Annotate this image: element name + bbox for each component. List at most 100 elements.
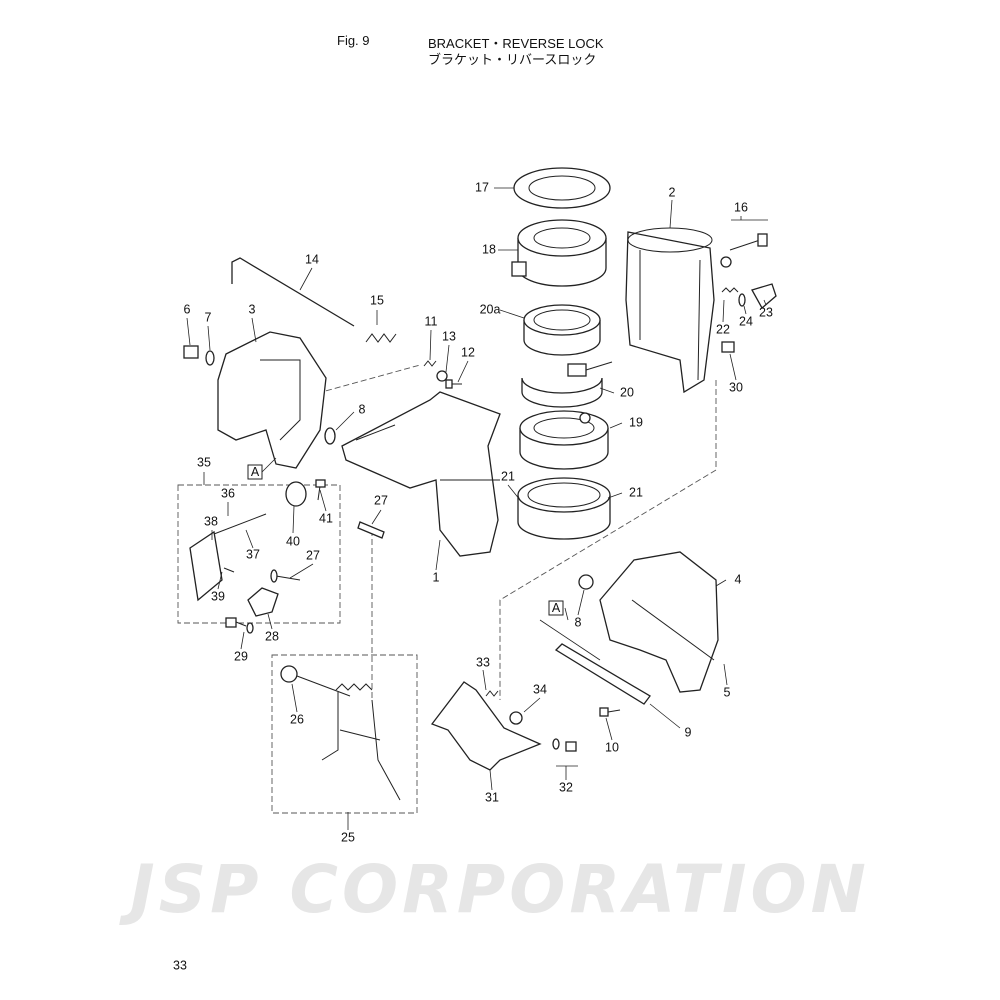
part-4-clamp-bracket-right [599,551,719,693]
figure-title-en: BRACKET・REVERSE LOCK [428,36,604,51]
part-9-plate [554,643,651,705]
page-number: 33 [173,958,187,972]
part-28-lever [247,587,279,617]
assembly-line [499,380,717,700]
part-1-swivel-bracket [341,391,501,557]
callouts: 1 2 3 4 5 6 7 8 8 9 10 11 12 13 14 15 16… [184,180,773,844]
part-36-bolt [213,513,267,535]
part-16-bolt [720,233,768,268]
figure-number: Fig. 9 [337,33,370,48]
callout-27: 27 [374,493,388,507]
callout-20a: 20a [480,302,501,316]
callout-8: 8 [359,402,366,416]
callout-22: 22 [716,322,730,336]
part-38-plate [189,530,223,602]
callout-14: 14 [305,252,319,266]
part-40-knob [285,481,307,507]
callout-23: 23 [759,305,773,319]
part-27-pin [270,569,301,583]
callout-21: 21 [501,469,515,483]
part-15-spring [365,333,397,343]
callout-7: 7 [205,310,212,324]
part-14-rod [231,257,355,327]
part-2-swivel-case [625,227,715,394]
callout-15: 15 [370,293,384,307]
callout-24: 24 [739,314,753,328]
callout-34: 34 [533,682,547,696]
part-23-lever [751,283,777,310]
part-30-nut [721,341,735,353]
part-10-screw [599,707,621,717]
callout-37: 37 [246,547,260,561]
callout-26: 26 [290,712,304,726]
group-box-35 [177,484,341,624]
callout-38: 38 [204,514,218,528]
callout-5: 5 [724,685,731,699]
part-25-spring-lever [321,683,401,801]
part-3-clamp-bracket [217,331,327,469]
reference-label-a: A [251,465,260,479]
part-17-seal [513,167,611,209]
callout-35: 35 [197,455,211,469]
callout-31: 31 [485,790,499,804]
part-29-bolt [225,617,254,634]
callout-1: 1 [433,570,440,584]
leader-lines [186,187,768,830]
callout-32: 32 [559,780,573,794]
callout-39: 39 [211,589,225,603]
part-6-nut [183,345,199,359]
callout-16: 16 [734,200,748,214]
part-19-collar [519,410,609,470]
callout-17: 17 [475,180,489,194]
callout-33: 33 [476,655,490,669]
part-22-spring [721,287,739,293]
part-12-bolt [445,379,462,389]
part-26-pin [280,665,351,697]
callout-13: 13 [442,329,456,343]
callout-18: 18 [482,242,496,256]
figure-title-ja: ブラケット・リバースロック [428,52,597,67]
group-box-25 [271,654,418,814]
callout-19: 19 [629,415,643,429]
part-27-pin-upper [357,521,385,539]
callout-36: 36 [221,486,235,500]
part-18-bushing [511,219,607,287]
part-21-bushing-halves [517,477,611,540]
part-8-washer-right [578,574,594,590]
part-20a-bushing [523,304,601,356]
part-11-spring [423,360,437,367]
part-34-collar [509,711,523,725]
callout-30: 30 [729,380,743,394]
reference-box-a [247,464,263,480]
part-33-spring [485,690,499,697]
callout-29: 29 [234,649,248,663]
callout-20: 20 [620,385,634,399]
callout-21: 21 [629,485,643,499]
callout-8: 8 [575,615,582,629]
callout-6: 6 [184,302,191,316]
part-24-washer [738,293,746,307]
part-32-bolt [552,738,577,752]
callout-25: 25 [341,830,355,844]
callout-4: 4 [735,572,742,586]
callout-28: 28 [265,629,279,643]
callout-9: 9 [685,725,692,739]
callout-41: 41 [319,511,333,525]
part-20-clamp-band [521,361,613,408]
callout-12: 12 [461,345,475,359]
callout-11: 11 [425,314,438,328]
watermark: JSP CORPORATION [119,851,870,928]
part-8-washer-left [324,427,336,445]
callout-40: 40 [286,534,300,548]
reference-label-a: A [552,601,561,615]
callout-10: 10 [605,740,619,754]
callout-2: 2 [669,185,676,199]
part-41-screw [315,479,326,501]
reference-box-a [548,600,564,616]
part-13-washer [436,370,448,382]
part-31-reverse-lock [430,681,542,771]
part-7-washer [205,350,215,366]
callout-3: 3 [249,302,256,316]
part-39-screw [223,567,235,573]
